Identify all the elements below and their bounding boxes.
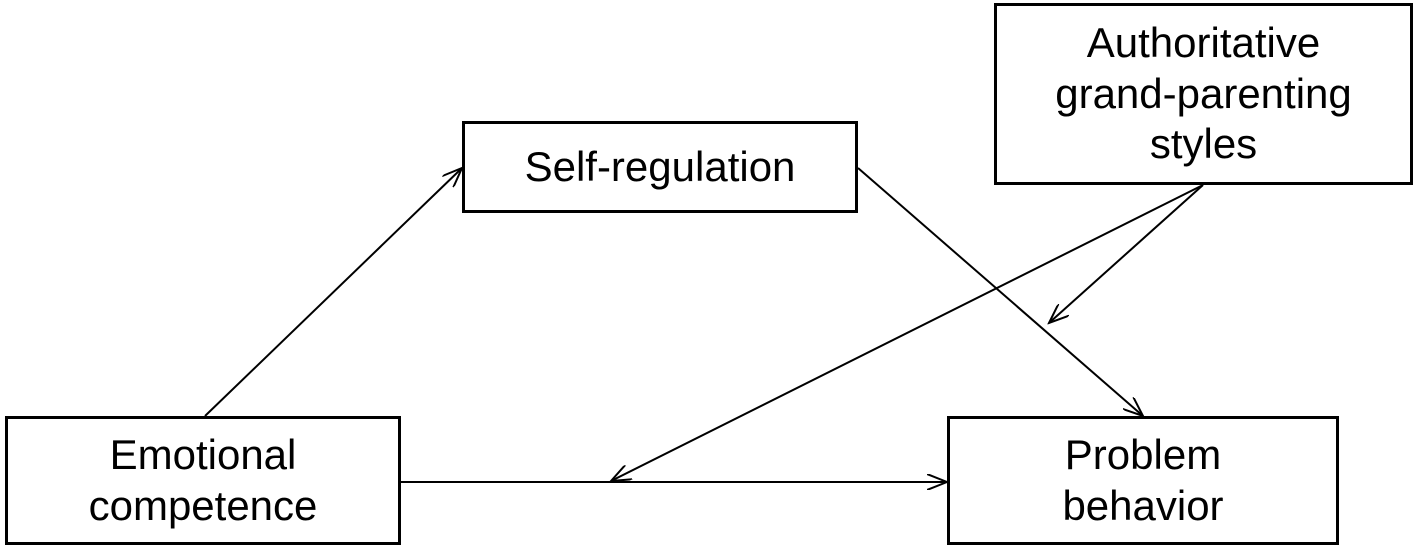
problem-behavior-box: Problem behavior (947, 416, 1339, 545)
arrow-self-regulation-to-problem (857, 167, 1143, 416)
emotional-competence-box: Emotional competence (5, 416, 401, 545)
emotional-label-line-1: Emotional (109, 431, 297, 479)
authoritative-label-line-3: styles (1149, 120, 1258, 168)
arrow-emotional-to-self-regulation (204, 168, 462, 417)
authoritative-label-line-1: Authoritative (1086, 19, 1321, 67)
moderation-arrow-to-indirect-path (1049, 184, 1204, 323)
emotional-label-line-2: competence (88, 481, 318, 529)
authoritative-label-line-2: grand-parenting (1055, 69, 1352, 117)
self-regulation-label: Self-regulation (524, 142, 796, 190)
authoritative-grandparenting-box: Authoritative grand-parenting styles (994, 3, 1413, 185)
problem-label-line-2: behavior (1062, 481, 1224, 529)
problem-label-line-1: Problem (1064, 431, 1222, 479)
self-regulation-box: Self-regulation (462, 121, 858, 213)
moderation-arrow-to-direct-path (611, 184, 1204, 481)
